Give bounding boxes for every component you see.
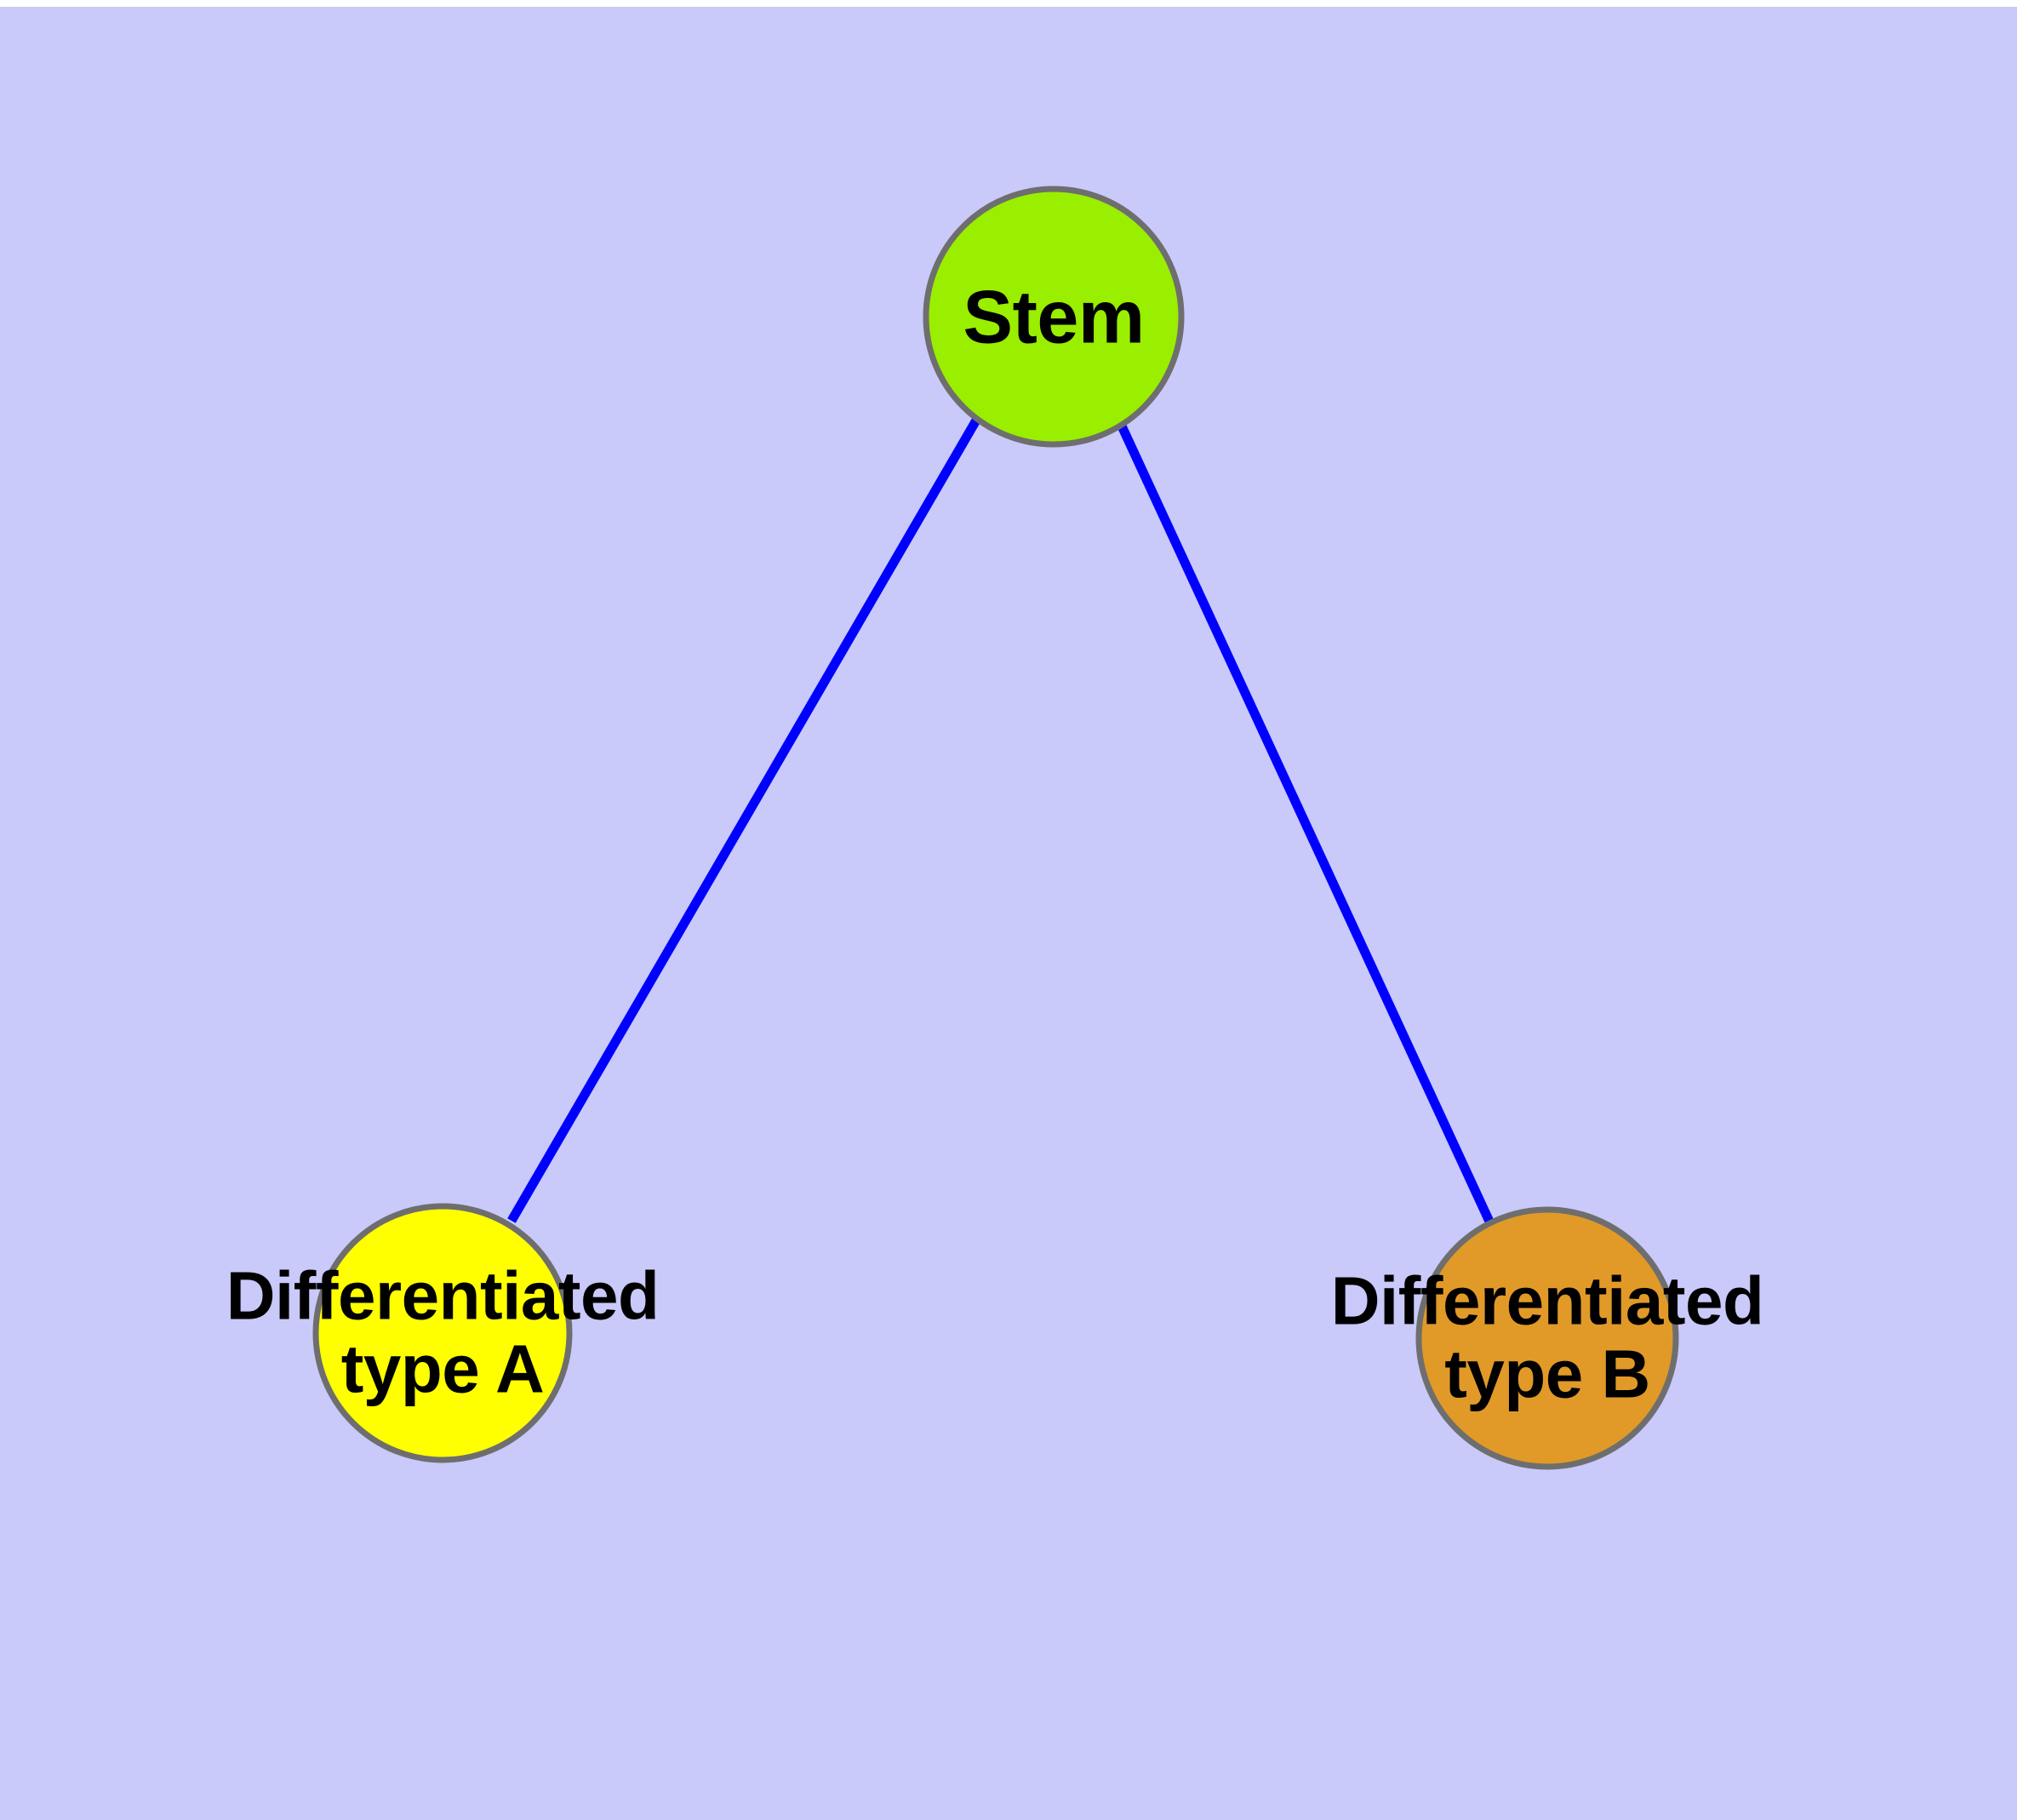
node-layer — [312, 186, 1679, 1470]
edge-layer — [507, 416, 1495, 1226]
graph-node-diff_a[interactable] — [312, 1203, 573, 1463]
graph-node-diff_b[interactable] — [1415, 1206, 1679, 1470]
graph-node-stem[interactable] — [923, 186, 1185, 448]
graph-edge-stem-to-diff-a — [507, 416, 981, 1223]
graph-svg — [312, 186, 1679, 1470]
graph-edge-stem-to-diff-b — [1115, 418, 1495, 1226]
